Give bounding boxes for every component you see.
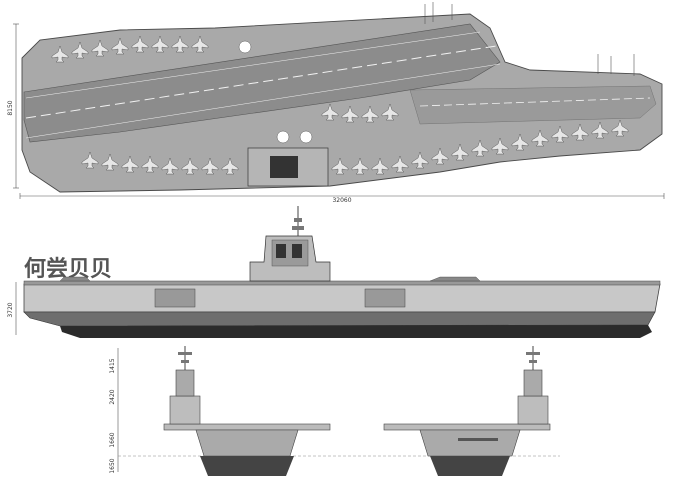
aircraft-icon xyxy=(71,41,89,59)
angled-landing-deck xyxy=(23,23,501,143)
aircraft-icon xyxy=(341,105,359,123)
side-elevator xyxy=(364,288,406,308)
side-aircraft xyxy=(429,276,481,282)
side-elevator xyxy=(154,288,196,308)
plan-view: 8150 32060 xyxy=(7,2,665,204)
aircraft-icon xyxy=(451,143,469,161)
hull-upper xyxy=(23,283,661,313)
island-radar-block xyxy=(270,156,298,178)
hull-lower xyxy=(23,311,656,327)
aircraft-icon xyxy=(201,157,219,175)
radar-dome-icon xyxy=(276,130,290,144)
draft-dimension-label: 3720 xyxy=(7,302,14,317)
aircraft-icon xyxy=(191,35,209,53)
aircraft-icon xyxy=(171,35,189,53)
aircraft-icon xyxy=(371,157,389,175)
height-dim-1660: 1660 xyxy=(109,432,116,447)
stern-view xyxy=(383,346,551,476)
aircraft-icon xyxy=(591,121,609,139)
aircraft-icon xyxy=(221,157,239,175)
aircraft-icon xyxy=(91,39,109,57)
aircraft-icon xyxy=(321,103,339,121)
aircraft-icon xyxy=(331,157,349,175)
aircraft-icon xyxy=(431,147,449,165)
height-dim-1650: 1650 xyxy=(109,458,116,473)
height-dim-1415: 1415 xyxy=(109,358,116,373)
deck-edge xyxy=(23,280,661,286)
hull-boot-topping xyxy=(60,325,652,338)
aircraft-icon xyxy=(161,157,179,175)
aircraft-icon xyxy=(391,155,409,173)
aircraft-icon xyxy=(141,155,159,173)
front-views: 1415 2420 1660 1650 xyxy=(109,346,560,476)
aircraft-icon xyxy=(121,155,139,173)
side-view: 何尝贝贝 3720 xyxy=(7,206,661,338)
aircraft-icon xyxy=(111,37,129,55)
aircraft-icon xyxy=(151,35,169,53)
aircraft-icon xyxy=(551,125,569,143)
side-aircraft xyxy=(59,276,91,282)
landing-edge-line xyxy=(25,31,481,99)
forward-deck-lane xyxy=(409,85,657,125)
aircraft-icon xyxy=(381,103,399,121)
height-dim-2420: 2420 xyxy=(109,389,116,404)
aircraft-icon xyxy=(131,35,149,53)
length-dimension-label: 32060 xyxy=(332,197,351,204)
landing-centre-line xyxy=(25,45,497,119)
aircraft-icon xyxy=(411,151,429,169)
aircraft-icon xyxy=(571,123,589,141)
catapult-line xyxy=(419,97,651,107)
aircraft-icon xyxy=(51,45,69,63)
aircraft-icon xyxy=(81,151,99,169)
aircraft-icon xyxy=(101,153,119,171)
aircraft-icon xyxy=(181,157,199,175)
aircraft-icon xyxy=(611,119,629,137)
aircraft-icon xyxy=(361,105,379,123)
aircraft-icon xyxy=(511,133,529,151)
aircraft-icon xyxy=(471,139,489,157)
radar-dome-icon xyxy=(238,40,252,54)
width-dimension-label: 8150 xyxy=(7,100,14,115)
aircraft-icon xyxy=(531,129,549,147)
parked-aircraft-group xyxy=(51,35,629,175)
aircraft-icon xyxy=(351,157,369,175)
radar-dome-icon xyxy=(299,130,313,144)
plan-masts xyxy=(424,2,635,76)
aircraft-icon xyxy=(491,137,509,155)
bow-view xyxy=(163,346,331,476)
